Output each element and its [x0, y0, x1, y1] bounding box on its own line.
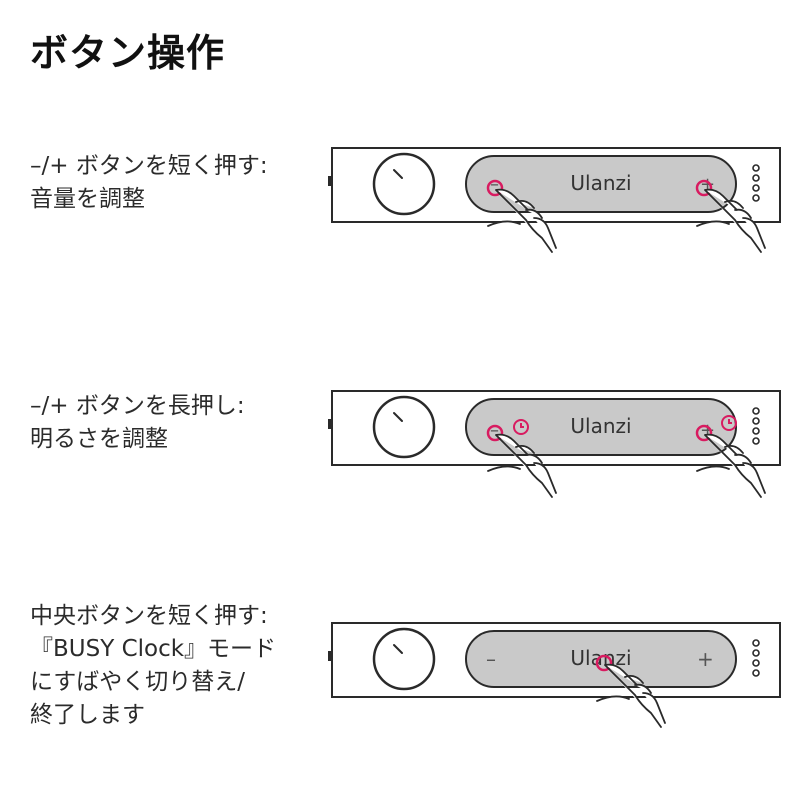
- press-indicator-plus: [695, 179, 713, 197]
- instruction-line: 終了します: [30, 702, 145, 728]
- hand-icon-center: [596, 663, 666, 728]
- instruction-long-press: –/+ ボタンを長押し: 明るさを調整: [30, 390, 245, 456]
- press-indicator-minus: [486, 179, 504, 197]
- clock-icon: [513, 419, 529, 435]
- plus-button-label[interactable]: +: [697, 647, 714, 671]
- device-illustration: Ulanzi – +: [328, 622, 784, 728]
- instruction-short-press: –/+ ボタンを短く押す: 音量を調整: [30, 150, 268, 216]
- press-indicator-plus: [695, 424, 713, 442]
- brand-logo: Ulanzi: [570, 414, 631, 438]
- touch-bar: [465, 398, 737, 456]
- instruction-center-press: 中央ボタンを短く押す: 『BUSY Clock』モード にすばやく切り替え/ 終…: [30, 600, 276, 732]
- device-svg: Ulanzi – +: [328, 390, 781, 498]
- hand-icon-right: [696, 188, 766, 253]
- dial-marker: [393, 644, 403, 654]
- minus-button-label[interactable]: –: [490, 420, 499, 441]
- instruction-line: 中央ボタンを短く押す:: [30, 603, 268, 629]
- instruction-line: –/+ ボタンを短く押す:: [30, 153, 268, 179]
- press-indicator-minus: [486, 424, 504, 442]
- page-title: ボタン操作: [30, 31, 226, 75]
- instruction-line: –/+ ボタンを長押し:: [30, 393, 245, 419]
- touch-bar: [465, 630, 737, 688]
- hand-icon-right: [696, 433, 766, 498]
- clock-icon: [721, 415, 737, 431]
- dial-marker: [393, 412, 403, 422]
- speaker-dots: [752, 407, 760, 445]
- brand-logo: Ulanzi: [570, 171, 631, 195]
- hand-icon-left: [487, 433, 557, 498]
- press-indicator-center: [595, 654, 613, 672]
- touch-bar: [465, 155, 737, 213]
- speaker-dots: [752, 164, 760, 202]
- instruction-line: 『BUSY Clock』モード: [30, 636, 277, 662]
- side-port: [328, 651, 332, 661]
- minus-button-label[interactable]: –: [486, 647, 496, 671]
- minus-button-label[interactable]: –: [490, 174, 499, 195]
- device-illustration: Ulanzi – +: [328, 390, 784, 498]
- dial-knob: [372, 152, 436, 216]
- instruction-line: 明るさを調整: [30, 426, 168, 452]
- device-svg: Ulanzi – +: [328, 622, 781, 728]
- instruction-line: にすばやく切り替え/: [30, 669, 245, 695]
- speaker-dots: [752, 639, 760, 677]
- dial-knob: [372, 395, 436, 459]
- dial-knob: [372, 627, 436, 691]
- side-port: [328, 419, 332, 429]
- side-port: [328, 176, 332, 186]
- device-illustration: Ulanzi – +: [328, 147, 784, 253]
- hand-icon-left: [487, 188, 557, 253]
- device-svg: Ulanzi – +: [328, 147, 781, 253]
- dial-marker: [393, 169, 403, 179]
- instruction-line: 音量を調整: [30, 186, 145, 212]
